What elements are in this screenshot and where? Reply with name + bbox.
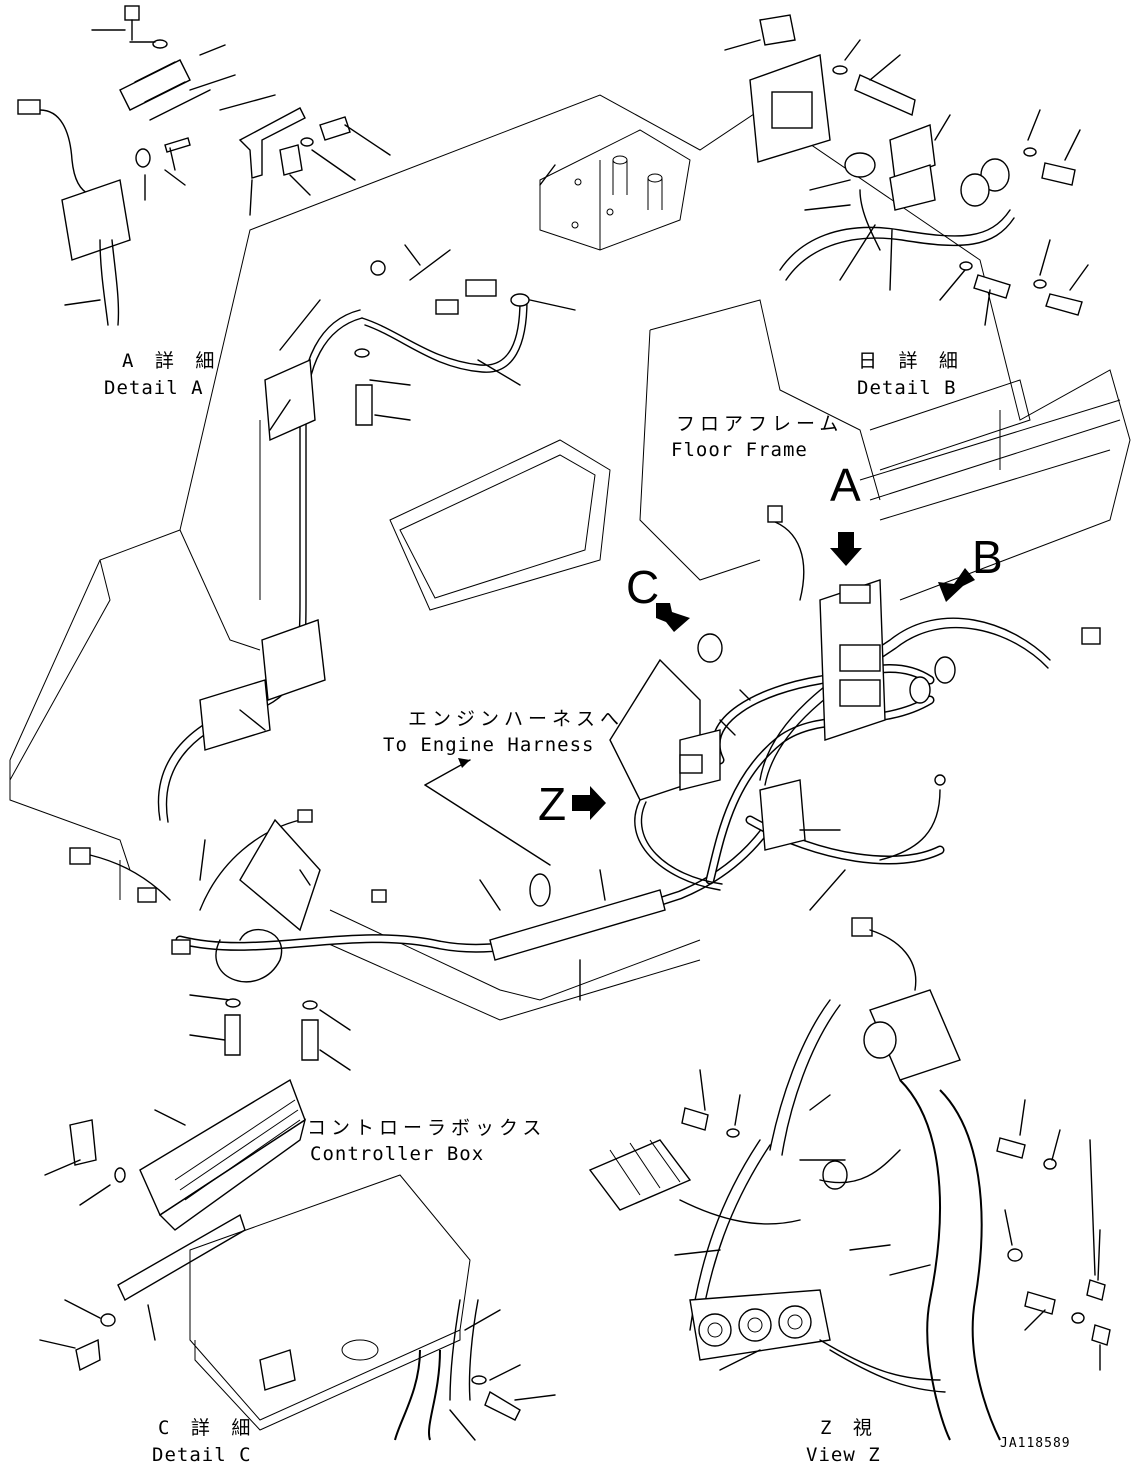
floor-frame-label-jp: フロアフレーム: [676, 413, 844, 435]
view-z-title-en: View Z: [806, 1444, 881, 1466]
engine-harness-label-jp: エンジンハーネスへ: [408, 708, 625, 730]
controller-box-label-en: Controller Box: [310, 1143, 485, 1165]
arrow-z: [572, 786, 606, 820]
controller-box-label-jp: コントローラボックス: [307, 1117, 547, 1139]
arrow-c: [656, 603, 690, 632]
detail-c-title-en: Detail C: [152, 1444, 252, 1466]
arrow-b: [938, 568, 975, 602]
view-letter-a: A: [830, 459, 861, 511]
view-letter-c: C: [626, 561, 660, 613]
floor-frame-label-en: Floor Frame: [671, 439, 808, 461]
main-harness: [69, 260, 1101, 983]
detail-b-title-en: Detail B: [857, 377, 957, 399]
detail-a-title-en: Detail A: [104, 377, 204, 399]
detail-a-drawing: [17, 5, 391, 326]
view-z-title-jp: Z 視: [820, 1417, 877, 1439]
main-leader-lines: [189, 164, 846, 1071]
detail-b-drawing: [724, 14, 1089, 326]
view-letter-z: Z: [538, 778, 567, 830]
engine-harness-label-en: To Engine Harness: [383, 734, 595, 756]
drawing-code: JA118589: [1000, 1436, 1071, 1451]
detail-c-drawing: [39, 1078, 556, 1441]
floor-frame-outline: [9, 94, 1131, 1021]
detail-a-title-jp: A 詳 細: [122, 350, 220, 372]
detail-b-title-jp: 日 詳 細: [858, 350, 963, 372]
view-letter-b: B: [972, 531, 1003, 583]
view-z-drawing: [588, 917, 1111, 1441]
detail-c-title-jp: C 詳 細: [158, 1417, 256, 1439]
view-arrows: [572, 532, 975, 820]
arrow-a: [830, 532, 862, 566]
